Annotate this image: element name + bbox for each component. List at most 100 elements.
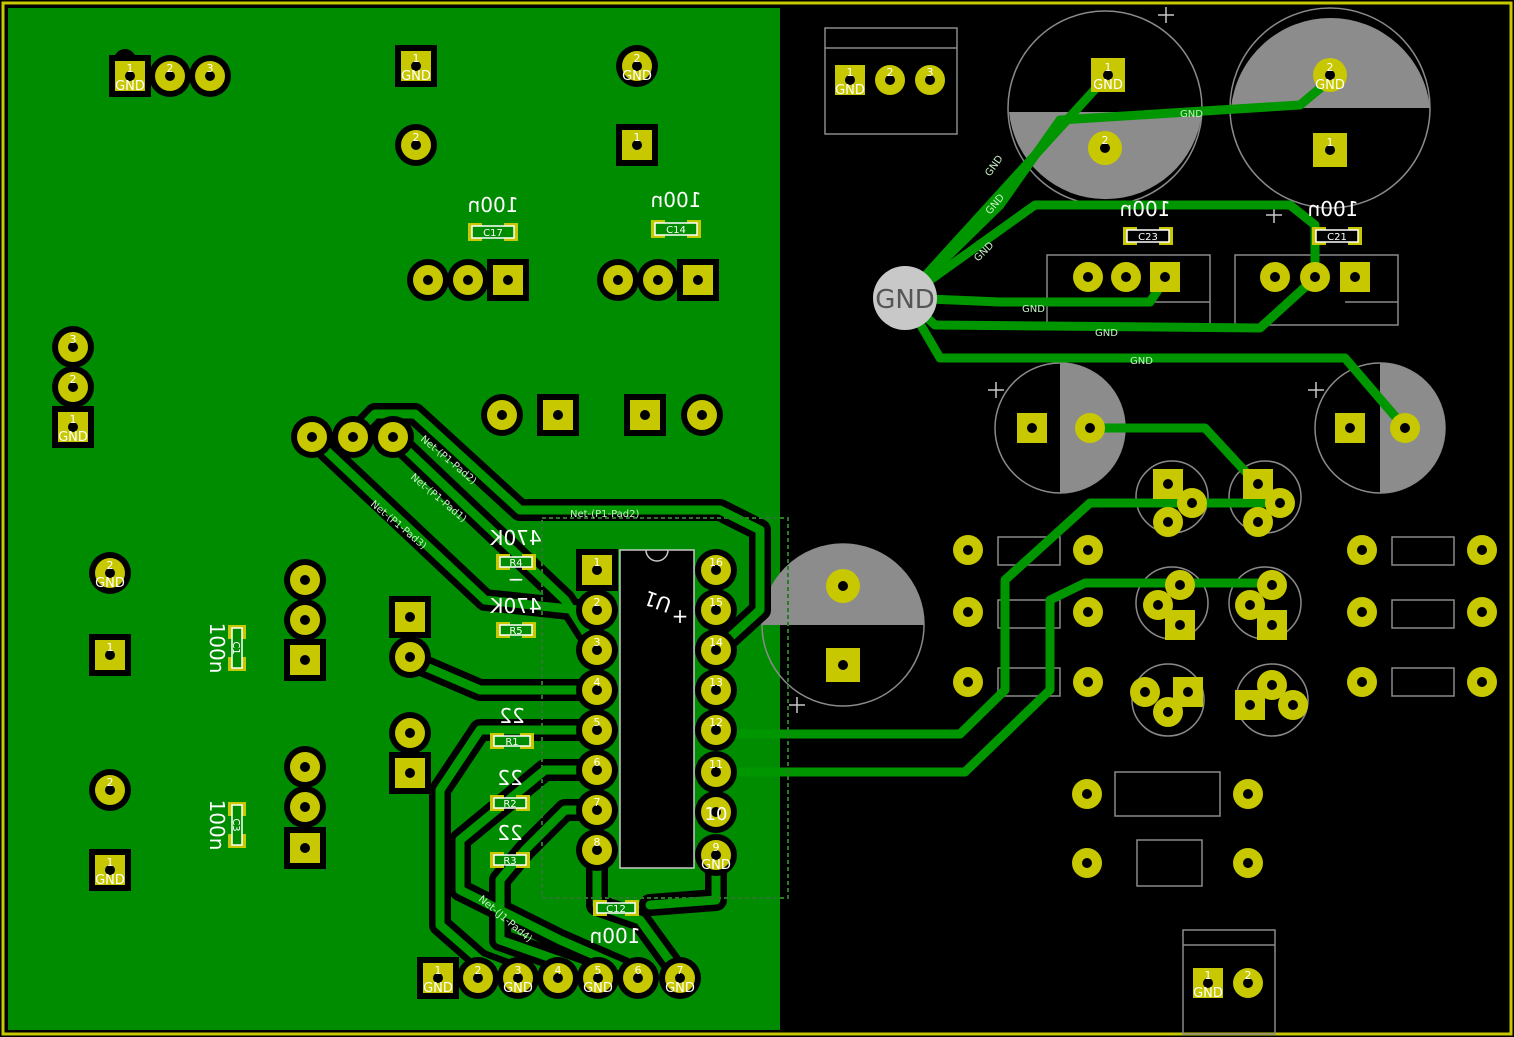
pad: 3 xyxy=(52,326,94,368)
pad xyxy=(284,599,326,641)
pad xyxy=(284,827,326,869)
r2-value: 22 xyxy=(497,766,522,790)
pad-drill-hole xyxy=(693,275,703,285)
pad: 2 xyxy=(52,366,94,408)
c17-value: 100n xyxy=(468,193,519,217)
pad: 5 xyxy=(576,709,618,751)
c3-value: 100n xyxy=(205,800,229,851)
pad-drill-hole xyxy=(632,61,642,71)
pad-drill-hole xyxy=(640,410,650,420)
pad xyxy=(487,259,529,301)
pad-number: 7 xyxy=(594,796,601,809)
pad-number: 9 xyxy=(713,841,720,854)
pad xyxy=(1072,779,1102,809)
pad-drill-hole xyxy=(1243,858,1253,868)
smd-part-c21: C21 xyxy=(1312,227,1362,245)
pad-drill-hole xyxy=(697,410,707,420)
c14-value: 100n xyxy=(651,188,702,212)
smd-part-c23: C23 xyxy=(1123,227,1173,245)
pad: 2 xyxy=(89,769,131,811)
pad: 2 xyxy=(457,957,499,999)
smd-body xyxy=(471,225,515,239)
pad-drill-hole xyxy=(405,728,415,738)
pad-drill-hole xyxy=(473,973,483,983)
pad-drill-hole xyxy=(300,802,310,812)
smd-ref: C21 xyxy=(1327,232,1347,243)
pad-net-gnd: GND xyxy=(1315,78,1345,93)
pad-drill-hole xyxy=(513,973,523,983)
pad: 2 xyxy=(576,589,618,631)
pad-drill-hole xyxy=(411,140,421,150)
pad-number: 1 xyxy=(127,62,134,75)
pad-drill-hole xyxy=(433,973,443,983)
pad xyxy=(284,786,326,828)
smd-part-c14: C14 xyxy=(651,220,701,238)
pad-number: 7 xyxy=(677,964,684,977)
pad-number: 1 xyxy=(413,52,420,65)
pad-drill-hole xyxy=(1477,607,1487,617)
pad-drill-hole xyxy=(632,140,642,150)
pad xyxy=(1235,690,1265,720)
pad xyxy=(389,712,431,754)
pad-drill-hole xyxy=(1175,580,1185,590)
pad-drill-hole xyxy=(838,581,848,591)
pad xyxy=(481,394,523,436)
pad-drill-hole xyxy=(1243,789,1253,799)
pad-drill-hole xyxy=(1350,272,1360,282)
pad-drill-hole xyxy=(593,973,603,983)
pad-drill-hole xyxy=(963,545,973,555)
pad-drill-hole xyxy=(963,677,973,687)
net-label-gnd-6: GND xyxy=(1095,328,1118,339)
pad-number: 11 xyxy=(709,758,723,771)
pad-drill-hole xyxy=(503,275,513,285)
pad xyxy=(1347,597,1377,627)
pad xyxy=(1300,262,1330,292)
c23-value: 100n xyxy=(1120,197,1171,221)
pad-drill-hole xyxy=(497,410,507,420)
pad-drill-hole xyxy=(348,432,358,442)
pad-drill-hole xyxy=(1082,789,1092,799)
pad-drill-hole xyxy=(1270,272,1280,282)
pad-drill-hole xyxy=(925,75,935,85)
pad-number: 14 xyxy=(709,636,723,649)
pad xyxy=(1073,597,1103,627)
pad-drill-hole xyxy=(1027,423,1037,433)
smd-part-c17: C17 xyxy=(468,223,518,241)
pad xyxy=(695,791,737,833)
pad-drill-hole xyxy=(405,768,415,778)
pad-net-gnd: GND xyxy=(95,576,125,591)
smd-part-c12: C12 xyxy=(593,900,639,916)
pad-drill-hole xyxy=(300,655,310,665)
smd-ref: C14 xyxy=(666,225,686,236)
pad-drill-hole xyxy=(300,615,310,625)
pad: 2 xyxy=(875,65,905,95)
pad-drill-hole xyxy=(423,275,433,285)
r3-value: 22 xyxy=(497,821,522,845)
pad-drill-hole xyxy=(592,565,602,575)
smd-ref: R4 xyxy=(509,558,522,569)
pad-drill-hole xyxy=(711,605,721,615)
pad-drill-hole xyxy=(405,612,415,622)
pad xyxy=(1153,507,1183,537)
r4-minus: − xyxy=(508,567,525,591)
pad-drill-hole xyxy=(1183,687,1193,697)
pad-number: 2 xyxy=(475,964,482,977)
pad: 12 xyxy=(695,709,737,751)
pad-drill-hole xyxy=(307,432,317,442)
pad-drill-hole xyxy=(1288,700,1298,710)
pad-drill-hole xyxy=(885,75,895,85)
pad: 8 xyxy=(576,829,618,871)
pad-net-gnd: GND xyxy=(1193,986,1223,1001)
smd-body xyxy=(596,902,636,914)
pad xyxy=(284,639,326,681)
pad-number: 1 xyxy=(107,641,114,654)
pad-number: 2 xyxy=(70,373,77,386)
pad-drill-hole xyxy=(592,605,602,615)
smd-part-r4: R4 xyxy=(496,554,536,570)
pad xyxy=(1257,570,1287,600)
